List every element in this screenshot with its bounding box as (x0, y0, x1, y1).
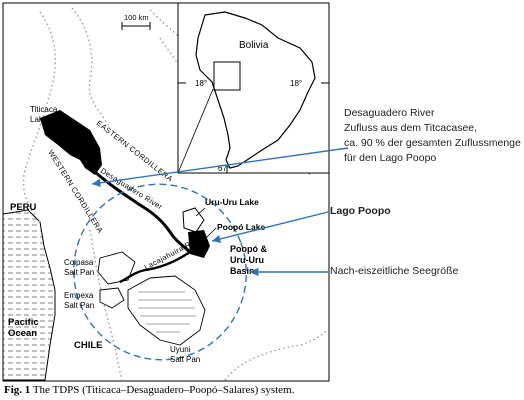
chile-label: CHILE (74, 340, 103, 351)
lago-poopo-annotation: Lago Poopo (330, 205, 391, 217)
poopo-lake-label: Poopó Lake (217, 222, 265, 232)
desaguadero-annotation-line-3: für den Lago Poopo (344, 152, 437, 164)
desaguadero-annotation-title: Desaguadero River (344, 107, 435, 119)
coipasa-label-line-1: Coipasa (64, 258, 94, 267)
inset-lat-bottom: 67° (218, 164, 230, 173)
desaguadero-river (94, 170, 191, 254)
pacific-ocean (2, 209, 56, 381)
poopo-lake (188, 230, 210, 258)
south-america-outline (195, 11, 316, 169)
seegroesse-annotation: Nach-eiszeitliche Seegröße (330, 265, 459, 277)
uyuni-label-line-2: Salt Pan (170, 355, 200, 364)
figure-caption: Fig. 1 The TDPS (Titicaca–Desaguadero–Po… (4, 384, 294, 396)
titicaca-lake (40, 110, 102, 175)
figure-caption-text: The TDPS (Titicaca–Desaguadero–Poopó–Sal… (30, 384, 295, 396)
desaguadero-annotation-line-2: ca. 90 % der gesamten Zuflussmenge (344, 137, 521, 149)
arrow-desaguadero (91, 147, 349, 187)
empexa-label-line-1: Empexa (64, 291, 94, 300)
scale-bar: 100 km (121, 13, 151, 30)
post-glacial-lake-extent (73, 183, 247, 361)
basin-label-line-3: Basin (230, 266, 255, 276)
bolivia-inset-box (213, 61, 241, 91)
uyuni-label-line-1: Uyuni (170, 345, 191, 354)
titicaca-lake-label-line-1: Titicaca (30, 105, 58, 114)
basin-label-line-1: Poopó & (230, 244, 267, 254)
desaguadero-river-label: Desaguadero River (99, 166, 164, 212)
inset-lon-left: 18° (195, 79, 207, 88)
pacific-ocean-label-line-2: Ocean (8, 328, 37, 339)
uyuni-salt-pan (127, 275, 206, 346)
figure-caption-label: Fig. 1 (4, 384, 31, 396)
lacajahuira-river (119, 251, 191, 284)
coipasa-salt-pan (97, 251, 136, 285)
coipasa-label-line-2: Salt Pan (64, 268, 94, 277)
titicaca-lake-label-line-2: Lake (30, 115, 48, 124)
salt-pans (97, 251, 206, 346)
arrow-lago-poopo (211, 211, 329, 244)
pacific-ocean-label-line-1: Pacific (8, 317, 39, 328)
basin-label-line-2: Uru-Uru (230, 255, 264, 265)
scale-bar-label: 100 km (124, 13, 149, 22)
desaguadero-annotation: Desaguadero River Zufluss aus dem Titcac… (344, 106, 521, 166)
inset-connector-left (177, 88, 214, 174)
inset-lon-right: 18° (290, 79, 302, 88)
uru-uru-lake-label: Uru-Uru Lake (205, 197, 259, 207)
annotation-arrows (91, 147, 349, 277)
peru-label: PERU (10, 202, 37, 213)
map-frame (2, 2, 330, 382)
empexa-salt-pan (99, 287, 125, 309)
empexa-label-line-2: Salt Pan (64, 301, 94, 310)
desaguadero-annotation-line-1: Zufluss aus dem Titcacasee, (344, 122, 478, 134)
inset-bolivia-label: Bolivia (239, 40, 269, 51)
